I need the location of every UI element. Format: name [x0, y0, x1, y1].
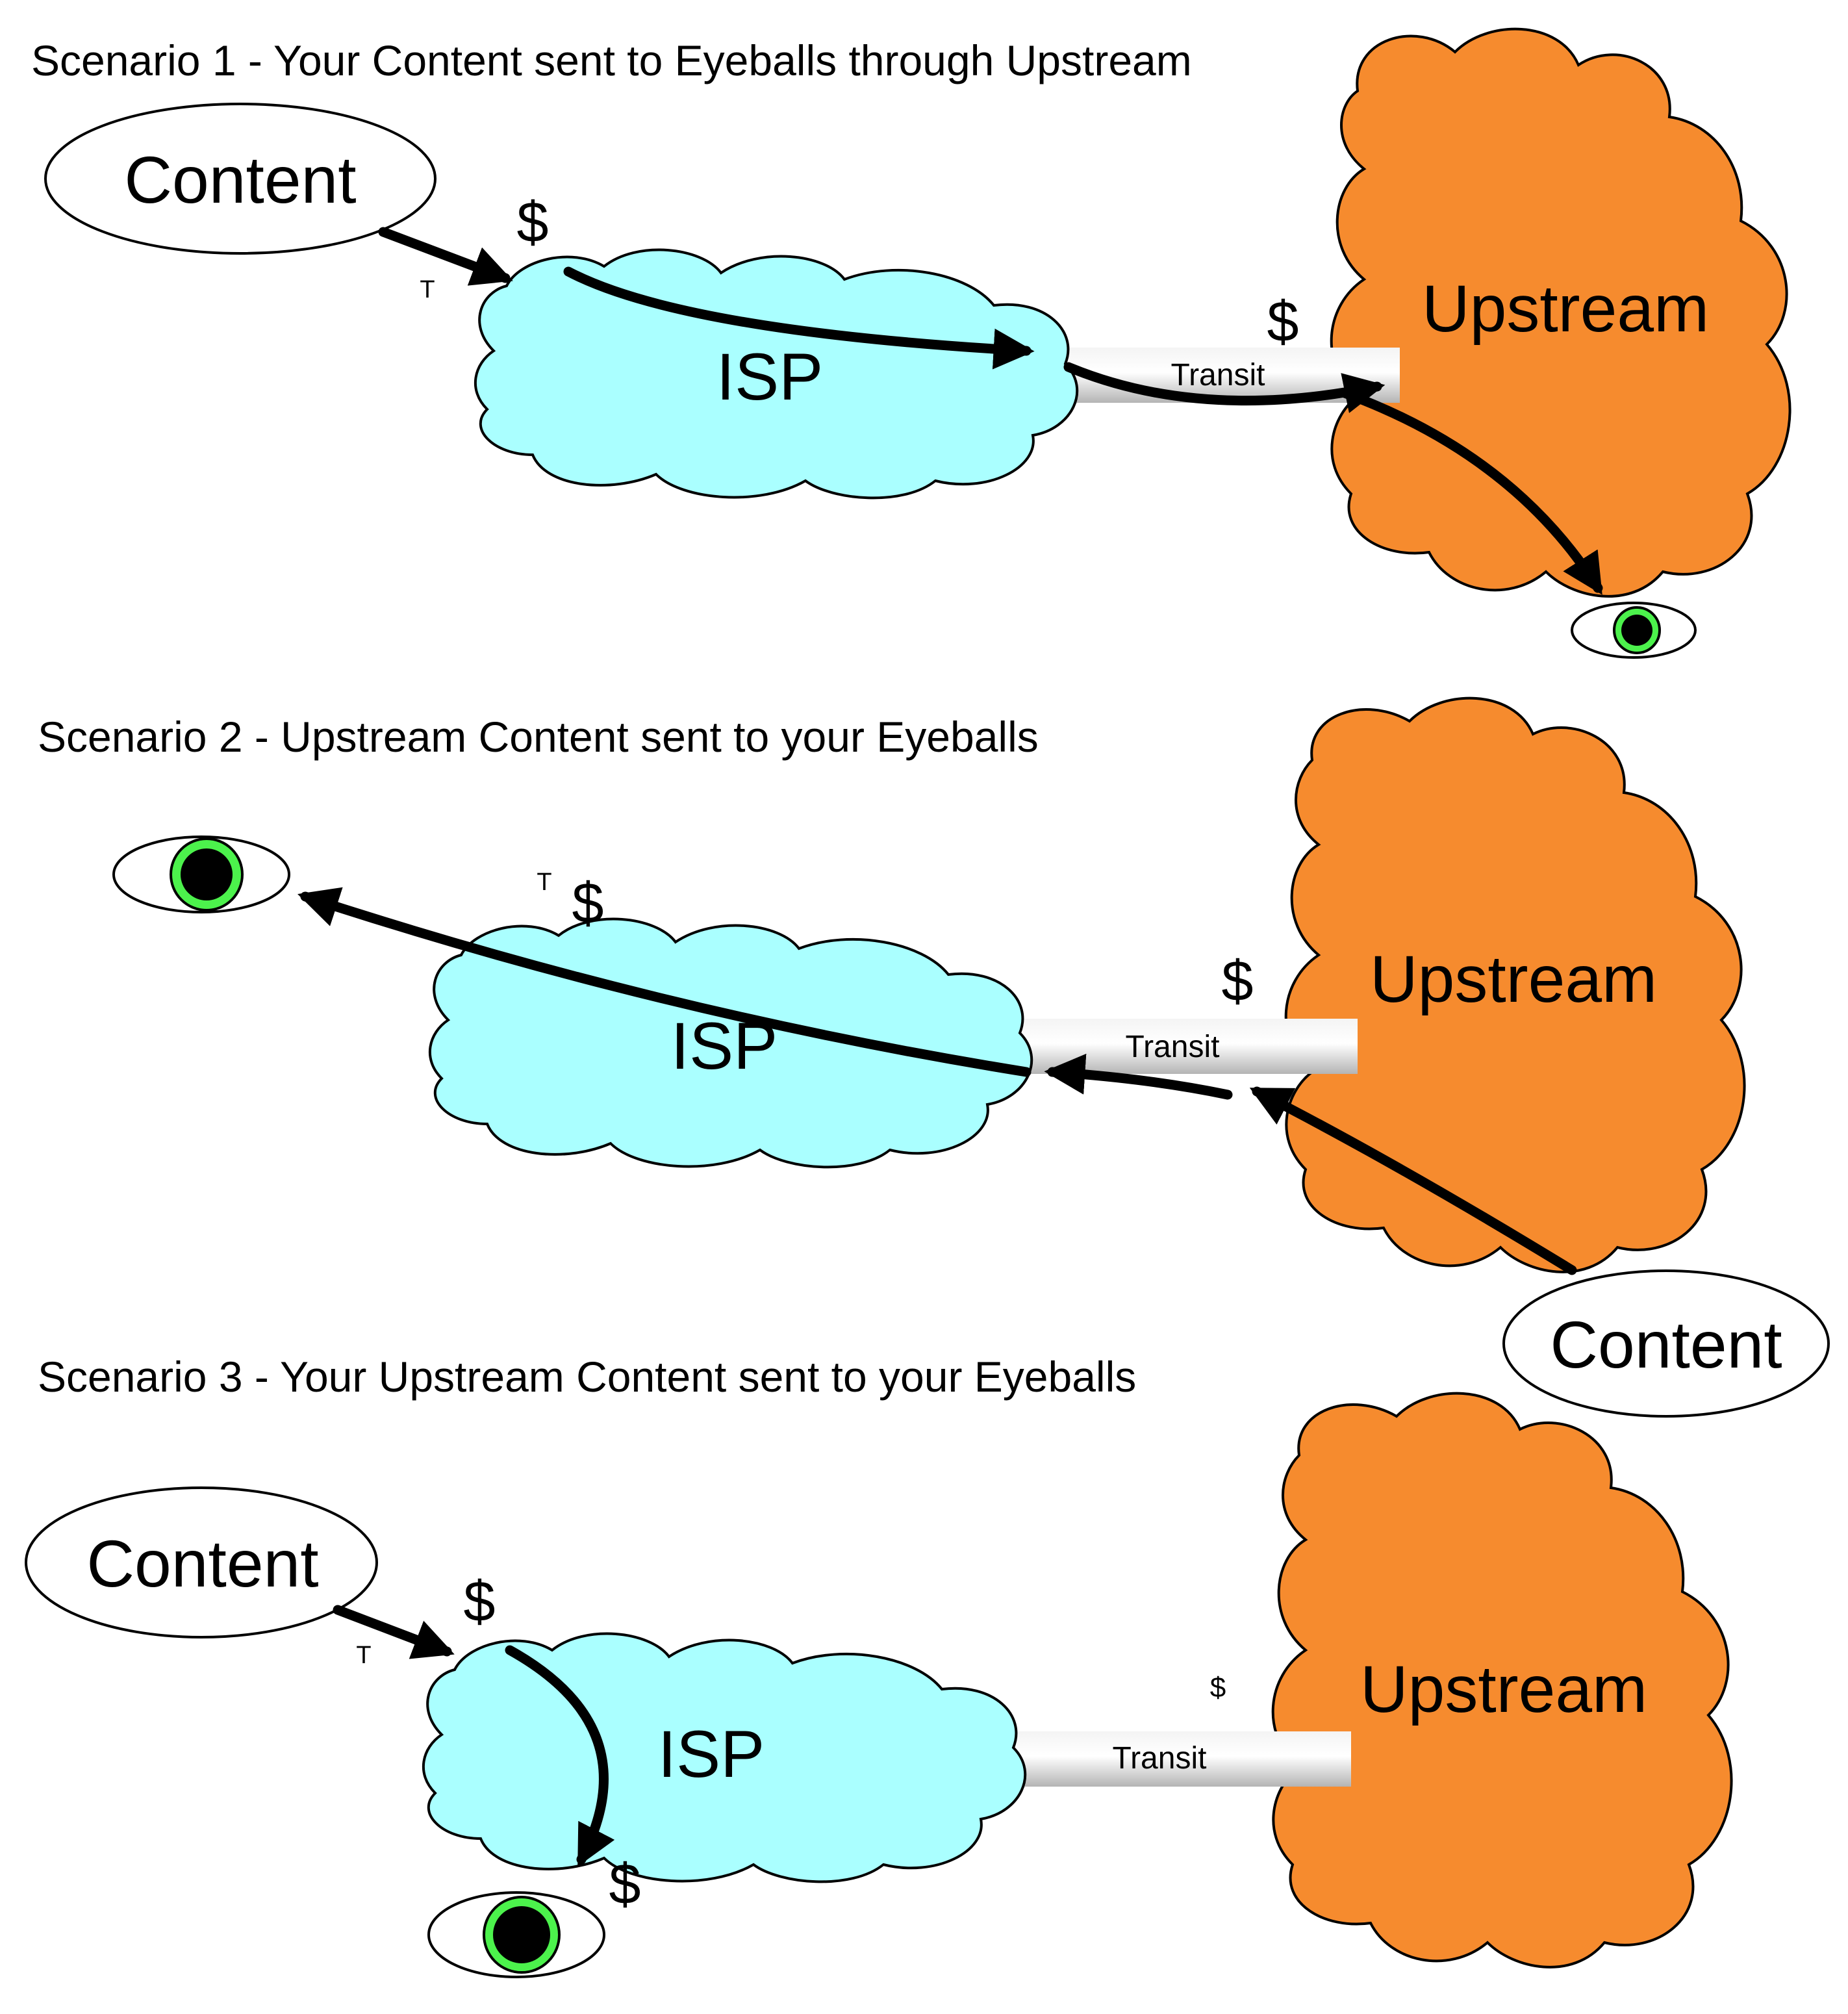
upstream-cloud: Upstream [1271, 1392, 1733, 1969]
content-label: Content [124, 143, 356, 217]
scenario-2-title: Scenario 2 - Upstream Content sent to yo… [38, 713, 1039, 761]
scenario-3-title: Scenario 3 - Your Upstream Content sent … [38, 1353, 1136, 1401]
transit-pipe [974, 1731, 1351, 1787]
content-ellipse [44, 103, 437, 255]
upstream-label: Upstream [1422, 272, 1709, 346]
eye-pupil [493, 1906, 550, 1963]
eye-icon [427, 1891, 605, 1978]
upstream-label: Upstream [1370, 942, 1657, 1016]
dollar-label: $ [517, 190, 549, 254]
dollar-label: $ [609, 1852, 641, 1916]
transit-label: Transit [1126, 1030, 1220, 1064]
isp-cloud-shape [474, 248, 1079, 500]
dollar-label: $ [464, 1569, 496, 1633]
upstream-cloud: Upstream [1284, 696, 1746, 1273]
content-node: Content [25, 1486, 378, 1638]
arrow-transit-to-upstream [1063, 362, 1386, 413]
transit-pipe [981, 1019, 1358, 1074]
scenario-1: Scenario 1 - Your Content sent to Eyebal… [31, 27, 1791, 659]
eye-pupil [1621, 615, 1652, 646]
isp-cloud: ISP [474, 248, 1079, 500]
dollar-label: $ [572, 871, 604, 935]
scenario-3: Scenario 3 - Your Upstream Content sent … [25, 1353, 1733, 1978]
upstream-label: Upstream [1360, 1652, 1647, 1726]
transit-mark: T [356, 1642, 371, 1669]
dollar-label: $ [1267, 289, 1299, 353]
transit-mark: T [420, 276, 435, 303]
scenario-2: Scenario 2 - Upstream Content sent to yo… [38, 696, 1830, 1418]
transit-mark: T [537, 869, 551, 896]
content-ellipse [25, 1486, 378, 1638]
content-label: Content [1550, 1308, 1782, 1382]
content-node: Content [44, 103, 437, 255]
arrow-isp-to-eye [505, 1645, 615, 1867]
content-node: Content [1502, 1269, 1830, 1418]
upstream-cloud: Upstream [1330, 27, 1791, 598]
isp-label: ISP [658, 1717, 765, 1791]
eye-pupil [181, 848, 233, 900]
transit-label: Transit [1113, 1741, 1207, 1776]
transit-label: Transit [1171, 358, 1265, 392]
upstream-cloud-shape [1271, 1392, 1733, 1969]
transit-link: Transit [974, 1731, 1351, 1787]
isp-cloud: ISP [429, 917, 1033, 1169]
arrow-isp-to-eye [297, 887, 1032, 1077]
dollar-label: $ [1222, 949, 1254, 1013]
eye-icon [1571, 602, 1697, 659]
content-label: Content [86, 1527, 318, 1601]
arrow-upstream-to-eye [1339, 388, 1603, 595]
arrow-upstream-to-isp [1044, 1053, 1233, 1100]
arrow-content-to-isp [333, 1605, 455, 1659]
arrow-content-to-isp [378, 227, 513, 286]
dollar-label: $ [1210, 1672, 1226, 1703]
upstream-cloud-shape [1330, 27, 1791, 598]
upstream-cloud-shape [1284, 696, 1746, 1273]
arrow-isp-to-transit [563, 266, 1035, 370]
arrow-content-to-upstream [1249, 1086, 1577, 1275]
scenario-1-title: Scenario 1 - Your Content sent to Eyebal… [31, 36, 1192, 84]
isp-cloud: ISP [422, 1632, 1027, 1883]
content-ellipse [1502, 1269, 1830, 1418]
transit-link: Transit [981, 1019, 1358, 1074]
isp-label: ISP [716, 340, 823, 414]
eye-icon [112, 835, 290, 913]
